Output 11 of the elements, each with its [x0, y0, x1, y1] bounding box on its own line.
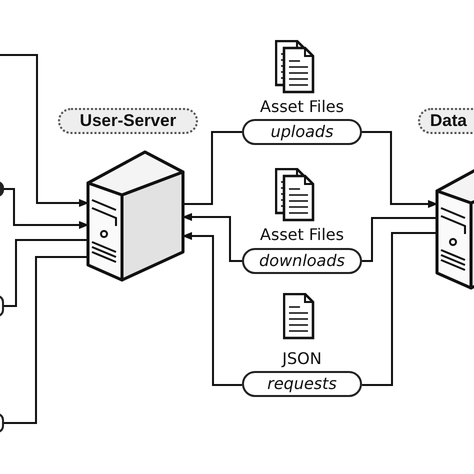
connector-arrow [4, 188, 89, 229]
file-type-label: Asset Files [259, 225, 345, 244]
connector-arrow [0, 54, 89, 207]
operation-pill: downloads [242, 248, 362, 274]
connector-arrow [362, 131, 438, 208]
file-type-label: Asset Files [259, 97, 345, 116]
file-type-label: JSON [280, 349, 323, 368]
server-label: Data [418, 108, 474, 134]
operation-pill: uploads [242, 119, 362, 145]
server-label: User-Server [58, 108, 198, 134]
operation-pill: requests [242, 371, 362, 397]
